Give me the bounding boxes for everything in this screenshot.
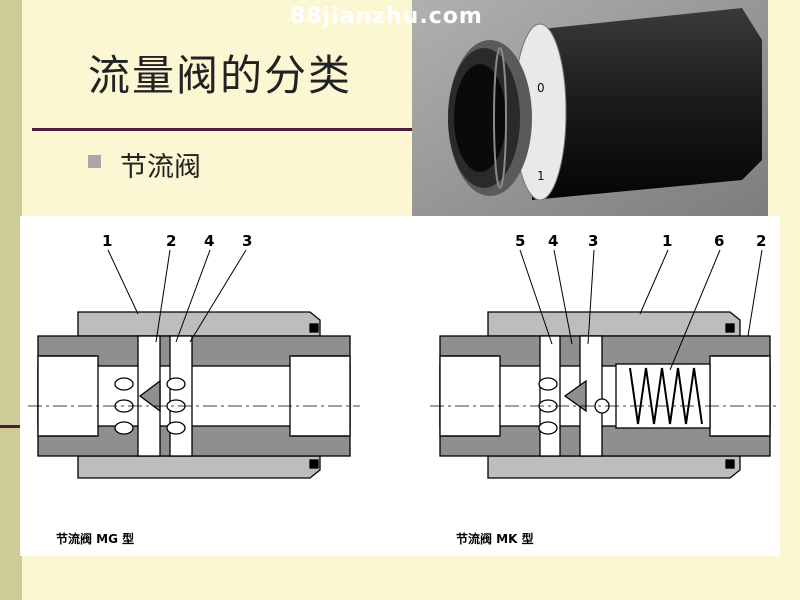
mk-label-1: 1 [662,232,672,250]
dial-mark-1: 1 [537,169,545,183]
mg-label-1: 1 [102,232,112,250]
bullet-square-icon [88,155,101,168]
bullet-text: 节流阀 [120,152,201,183]
mk-label-6: 6 [714,232,724,250]
slide-title: 流量阀的分类 [88,51,353,100]
mg-caption: 节流阀 MG 型 [56,532,135,546]
title-divider [32,128,412,131]
mk-label-5: 5 [515,232,525,250]
mg-label-4: 4 [204,232,214,250]
left-accent-line [0,425,22,428]
section-drawing-panel: 1 2 4 3 [20,216,780,556]
mg-label-3: 3 [242,232,252,250]
mk-label-2: 2 [756,232,766,250]
mk-caption: 节流阀 MK 型 [456,532,534,546]
dial-mark-0: 0 [537,81,545,95]
valve-photo: 0 1 [412,0,768,216]
left-accent-bar [0,0,22,600]
mk-label-4: 4 [548,232,558,250]
watermark-text: 88jianzhu.com [290,4,483,29]
mg-label-2: 2 [166,232,176,250]
diagram-mg [28,249,360,479]
diagram-mk [430,249,780,479]
section-drawings: 1 2 4 3 [28,232,780,479]
mk-label-3: 3 [588,232,598,250]
